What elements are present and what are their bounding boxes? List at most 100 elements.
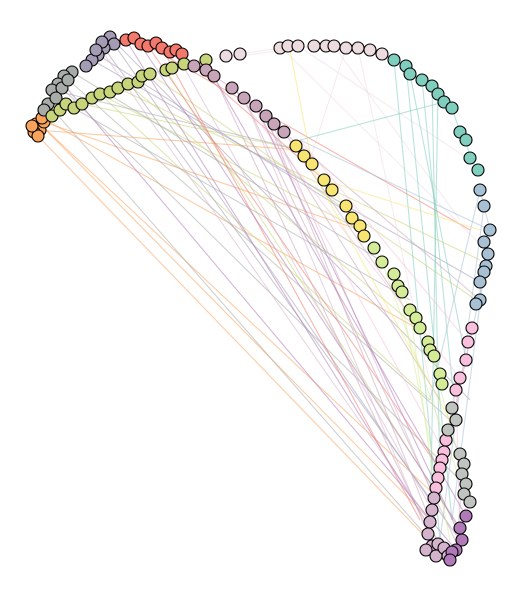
graph-node [351,41,365,55]
graph-edge [299,101,445,141]
graph-edge [429,189,481,401]
graph-node [441,423,455,437]
graph-node [413,321,427,335]
community-silver [441,401,477,509]
graph-edge [451,271,485,521]
graph-node [463,151,477,165]
graph-node [375,255,389,269]
graph-node [453,521,467,535]
graph-edge [47,103,431,541]
graph-node [445,101,459,115]
graph-edge [255,105,441,401]
graph-node [75,97,89,111]
graph-node [363,43,377,57]
graph-node [187,59,201,73]
community-lilac [419,491,455,563]
graph-edge [431,85,441,481]
graph-node [463,495,477,509]
graph-edge [281,47,487,251]
graph-node [445,401,459,415]
graph-node [219,49,233,63]
graph-edge [323,179,481,231]
graph-edge [125,39,451,561]
community-gray [37,65,79,117]
community-olive [45,53,213,123]
graph-edge [255,105,463,541]
graph-node [233,47,247,61]
graph-node [165,61,179,75]
graph-node [143,67,157,81]
community-gray-purple [79,30,121,73]
graph-node [367,241,381,255]
graph-node [477,199,491,213]
community-yellow [289,139,371,243]
graph-edge [37,135,437,549]
graph-node [453,371,467,385]
community-pink [429,321,479,495]
graph-edge [421,79,457,421]
graph-node [459,353,473,367]
graph-node [225,81,239,95]
community-salmon [119,31,189,61]
edge-layer [31,36,491,561]
graph-node [443,553,457,567]
graph-node [403,67,417,81]
community-yellow-green [367,241,449,391]
graph-edge [55,97,411,301]
graph-edge [39,123,431,521]
graph-node [305,157,319,171]
community-pale-pink [219,39,389,63]
graph-edge [43,121,361,231]
graph-node [307,39,321,53]
graph-edge [179,59,433,511]
graph-edge [35,129,301,151]
graph-edge [213,75,437,549]
graph-edge [139,43,461,529]
graph-edge [249,99,445,453]
graph-node [435,377,449,391]
graph-node [461,335,475,349]
graph-edge [265,115,431,521]
graph-node [473,275,487,289]
graph-edge [393,59,441,541]
community-purple [443,509,473,567]
graph-edge [297,45,471,161]
community-light-blue [469,183,497,311]
graph-edge [303,155,451,421]
graph-node [89,43,103,57]
graph-node [465,321,479,335]
community-teal [387,53,485,177]
graph-node [357,229,371,243]
graph-edge [409,309,437,501]
node-layer [25,30,497,567]
graph-edge [81,103,301,151]
graph-edge [127,83,421,331]
graph-node [207,69,221,83]
graph-edge [243,97,429,535]
graph-node [423,515,437,529]
graph-edge [289,49,313,165]
graph-node [325,183,339,197]
graph-node [49,91,63,105]
graph-edge [99,93,431,401]
graph-node [387,53,401,67]
graph-node [339,41,353,55]
graph-node [483,223,497,237]
graph-node [79,59,93,73]
graph-node [395,285,409,299]
graph-node [449,413,463,427]
graph-edge [63,75,451,421]
graph-node [419,543,433,557]
graph-edge [209,69,467,517]
graph-node [421,527,435,541]
graph-edge [309,47,347,161]
graph-node [25,119,39,133]
graph-edge [99,47,431,523]
graph-edge [161,47,421,521]
graph-node [237,91,251,105]
graph-node [31,129,45,143]
graph-node [267,117,281,131]
graph-node [469,297,483,311]
graph-node [425,503,439,517]
